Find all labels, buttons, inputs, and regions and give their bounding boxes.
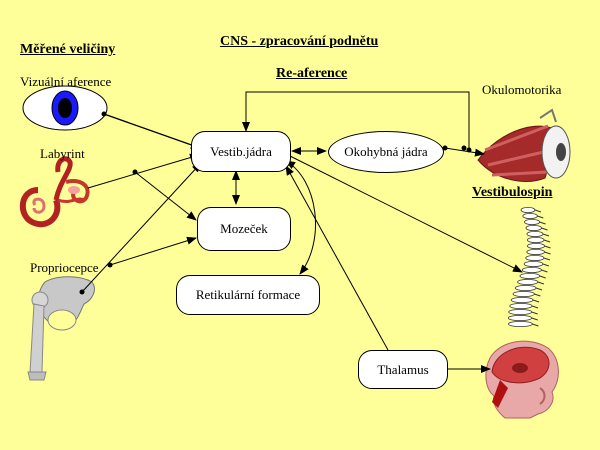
node-thalamus: Thalamus [358, 350, 448, 389]
connection-dots [79, 111, 472, 295]
edge-vestib-retikularni [285, 160, 317, 275]
eye-muscle-icon [477, 108, 571, 182]
edge-labyrinth-mozecek [134, 171, 197, 221]
node-vestibular-nuclei: Vestib.jádra [191, 131, 291, 172]
reaference-loop [242, 91, 470, 150]
edge-proprio-mozecek [109, 236, 197, 266]
hip-bone-icon [27, 276, 95, 381]
vestibulospinal-label: Vestibulospin [472, 185, 553, 200]
head-brain-icon [485, 340, 559, 419]
edge-okohybna-eye [444, 147, 485, 157]
visual-afference-label: Vizuální aference [20, 74, 112, 89]
edge-labyrinth-vestib [87, 153, 200, 189]
oculomotor-label: Okulomotorika [482, 82, 562, 97]
node-reticular-formation: Retikulární formace [176, 275, 320, 315]
labyrinth-label: Labyrint [40, 146, 85, 161]
proprioception-label: Propriocepce [30, 260, 99, 275]
edge-visual-vestib [103, 113, 201, 149]
edge-proprio-vestib [81, 162, 202, 293]
edge-vestib-spine [287, 154, 523, 273]
node-oculomotor-nuclei: Okohybná jádra [328, 131, 444, 173]
eye-icon [22, 85, 108, 131]
page-title: CNS - zpracování podnětu [220, 34, 379, 49]
inputs-heading: Měřené veličiny [20, 42, 116, 57]
labyrinth-icon [20, 156, 90, 228]
edge-thalamus-vestib [285, 165, 389, 351]
node-cerebellum: Mozeček [197, 207, 291, 251]
spine-icon [507, 206, 551, 327]
reaference-label: Re-aference [276, 66, 348, 81]
